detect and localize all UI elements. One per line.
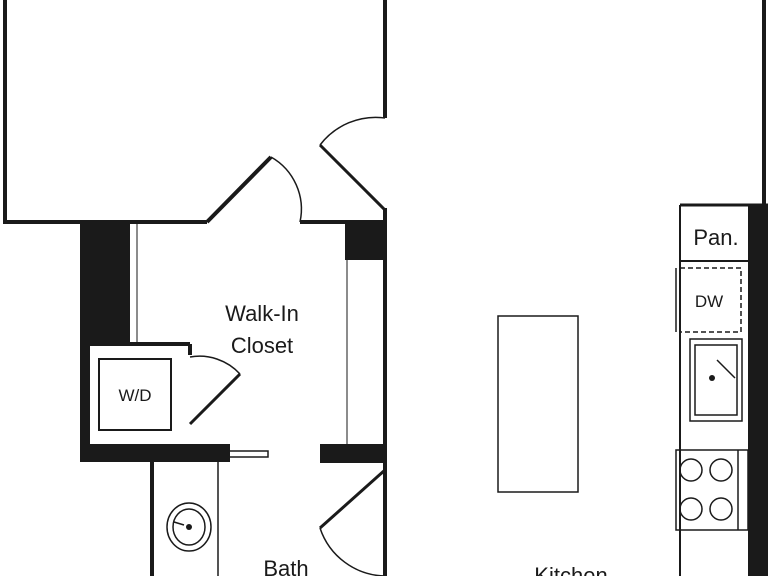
dishwasher: [679, 267, 742, 333]
kitchen-label: Kitchen: [534, 563, 607, 576]
walk-in-closet-label-line1: Walk-In: [225, 301, 299, 326]
bedroom-outline: [3, 0, 387, 224]
closet-wall-segment-right: [345, 222, 385, 260]
pantry-label: Pan.: [693, 225, 738, 250]
bath-area: [150, 462, 386, 576]
walk-in-closet-label-line2: Closet: [231, 333, 293, 358]
closet-door: [270, 156, 303, 223]
bath-label: Bath: [263, 556, 308, 576]
kitchen-island: [497, 315, 579, 493]
closet-walls: [80, 208, 387, 576]
exterior-wall-right: [748, 205, 768, 576]
laundry-closet: [80, 340, 269, 462]
kitchen-counter: [675, 203, 768, 576]
bath-sink-icon: [166, 502, 212, 552]
washer-dryer-label: W/D: [118, 386, 151, 405]
kitchen-sink-icon: [689, 338, 743, 422]
closet-wall-segment-left: [80, 224, 130, 344]
dishwasher-label: DW: [695, 292, 723, 311]
bedroom-door: [318, 116, 387, 212]
closet-wall-segment-lower-right: [320, 444, 385, 463]
cooktop-icon: [675, 449, 749, 531]
